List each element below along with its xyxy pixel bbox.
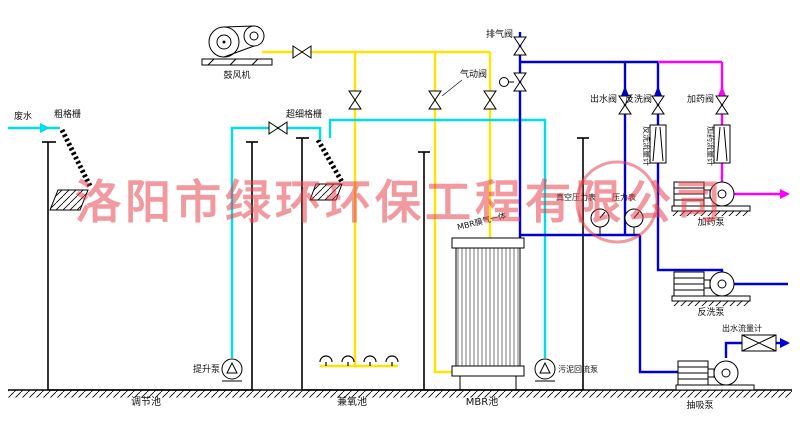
suction-pump-label: 抽吸泵 <box>686 399 713 411</box>
dosing-flowmeter-label: 加药流量计 <box>706 126 716 166</box>
exhaust-valve <box>513 36 527 56</box>
blower <box>201 25 273 66</box>
backwash-pump-label: 反洗泵 <box>697 306 724 318</box>
dosing-valve-label: 加药阀 <box>687 94 714 105</box>
air-diffusers <box>319 355 399 366</box>
watermark: 洛阳市绿环环保工程有限公司 <box>75 160 725 244</box>
mbr-tank-label: MBR池 <box>466 395 498 408</box>
feed-valve <box>268 121 288 135</box>
coarse-screen-label: 粗格栅 <box>54 108 81 120</box>
membrane-module <box>451 237 525 390</box>
fine-screen <box>309 138 345 201</box>
backwash-flowmeter-label: 反洗流量计 <box>642 126 652 166</box>
outlet-valve-label: 出水阀 <box>590 93 617 105</box>
pneumatic-valve-label: 气动阀 <box>460 68 487 80</box>
regulating-tank-label: 调节池 <box>131 395 161 408</box>
backwash-valve-label: 反洗阀 <box>625 93 652 105</box>
dosing-valve <box>715 95 729 115</box>
air-piping <box>262 50 492 374</box>
blower-valve <box>292 45 312 59</box>
watermark-text: 洛阳市绿环环保工程有限公司 <box>75 175 725 229</box>
coarse-screen <box>49 128 93 211</box>
pressure-gauge-label: 压力表 <box>612 192 636 202</box>
backwash-valve <box>651 95 665 115</box>
vacuum-pressure-gauge <box>590 208 610 235</box>
sludge-pump-label: 污泥回流泵 <box>558 364 598 374</box>
outlet-flowmeter-label: 出水流量计 <box>722 323 762 333</box>
fine-screen-label: 超细格栅 <box>286 108 322 120</box>
lift-pump <box>221 358 243 382</box>
anoxic-tank-label: 兼氧池 <box>337 395 367 408</box>
pneumatic-valve-leader <box>441 79 463 97</box>
lift-pump-label: 提升泵 <box>193 364 220 375</box>
backwash-pump <box>671 271 751 306</box>
exhaust-valve-label: 排气阀 <box>486 28 513 40</box>
sludge-return-pump <box>534 358 556 382</box>
pneumatic-valve <box>499 72 527 92</box>
watermark-seal <box>575 160 659 244</box>
air-valve-1 <box>348 90 362 110</box>
blower-label: 鼓风机 <box>223 69 250 81</box>
dosing-pump-label: 加药泵 <box>697 217 724 228</box>
suction-pump <box>675 360 755 391</box>
outlet-flowmeter <box>741 334 777 352</box>
pressure-gauge <box>624 208 644 235</box>
backwash-flowmeter <box>649 124 667 164</box>
air-valve-3 <box>483 90 497 110</box>
inlet-label: 废水 <box>14 110 32 122</box>
dosing-flowmeter <box>713 124 731 164</box>
dosing-pump <box>671 181 751 216</box>
chemical-piping <box>658 60 790 199</box>
air-valve-2 <box>428 90 442 110</box>
ground <box>8 389 792 398</box>
